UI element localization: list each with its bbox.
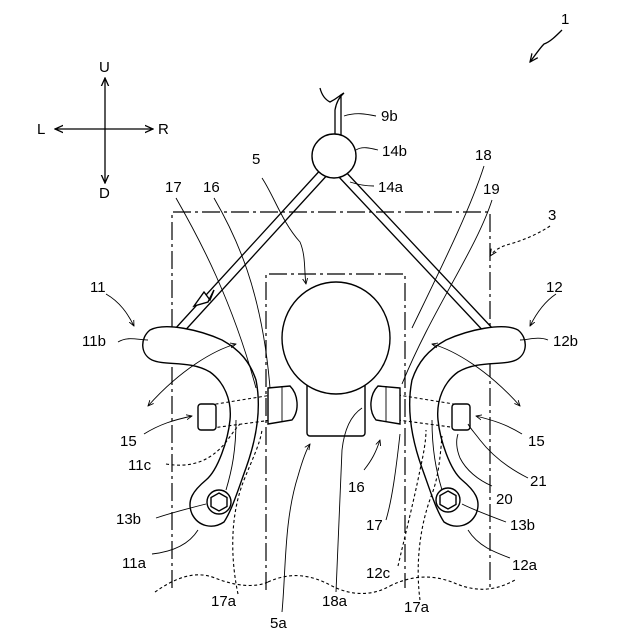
ref-1: 1 <box>561 11 569 28</box>
bolt-13b-left <box>207 490 231 514</box>
ref-11b: 11b <box>82 333 106 350</box>
ref-12: 12 <box>546 279 563 296</box>
compass-up-label: U <box>99 59 110 76</box>
ref-9b: 9b <box>381 108 398 125</box>
ref-3: 3 <box>548 207 556 224</box>
ref-14a: 14a <box>378 179 404 196</box>
ref-13b-right: 13b <box>510 517 535 534</box>
ref-11: 11 <box>90 279 106 296</box>
ref-19: 19 <box>483 181 500 198</box>
ref-15-right: 15 <box>528 433 545 450</box>
ref-21: 21 <box>530 473 547 490</box>
ref-17a-right: 17a <box>404 599 430 616</box>
ref-17-left: 17 <box>165 179 182 196</box>
direction-compass: U D L R <box>37 59 169 202</box>
ref-12a: 12a <box>512 557 538 574</box>
ref-17-right: 17 <box>366 517 383 534</box>
ref-12b: 12b <box>553 333 578 350</box>
ref-16-right: 16 <box>348 479 365 496</box>
ref-11c: 11c <box>128 457 152 474</box>
compass-down-label: D <box>99 185 110 202</box>
ref-14b: 14b <box>382 143 407 160</box>
ref-5a: 5a <box>270 615 287 632</box>
bolt-13b-right <box>436 488 460 512</box>
cable-junction-14b <box>312 134 356 178</box>
cable-9b <box>320 88 344 138</box>
compass-left-label: L <box>37 121 45 138</box>
compass-right-label: R <box>158 121 169 138</box>
ref-16-left: 16 <box>203 179 220 196</box>
break-lines <box>155 575 515 594</box>
ref-12c: 12c <box>366 565 391 582</box>
ref-15-left: 15 <box>120 433 137 450</box>
ref-11a: 11a <box>122 555 147 572</box>
ref-13b-left: 13b <box>116 511 141 528</box>
ref-18: 18 <box>475 147 492 164</box>
ref-18a: 18a <box>322 593 348 610</box>
ref-5: 5 <box>252 151 260 168</box>
ref-20: 20 <box>496 491 513 508</box>
ref-17a-left: 17a <box>211 593 237 610</box>
